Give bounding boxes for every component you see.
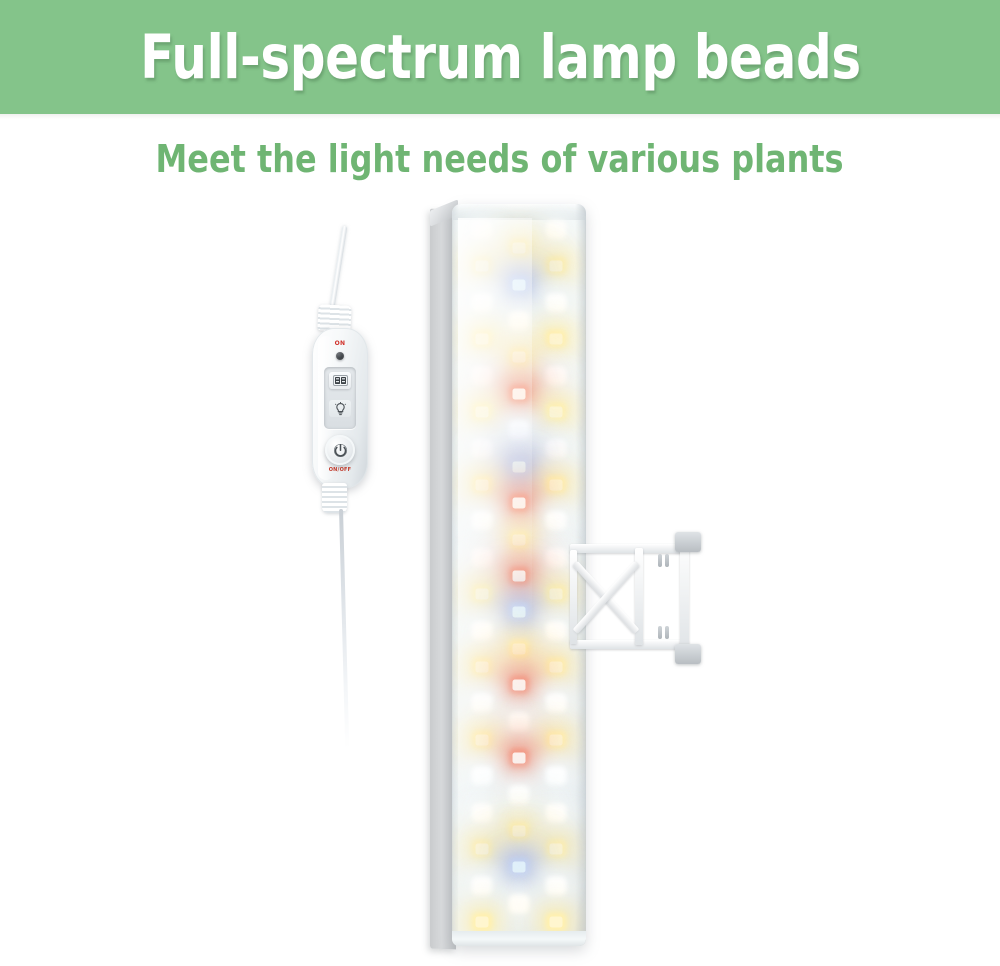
led-bead-white: [475, 443, 489, 455]
led-bead-red: [512, 679, 526, 691]
led-bead-warm: [512, 825, 526, 837]
header-banner: Full-spectrum lamp beads: [0, 0, 1000, 114]
led-bead-white: [475, 224, 489, 236]
led-bead-blue: [512, 861, 526, 873]
led-bead-warm: [475, 843, 489, 855]
led-bead-warm: [549, 588, 563, 600]
led-bead-warm: [512, 534, 526, 546]
led-bead-warm: [475, 260, 489, 272]
led-bead-warm: [549, 260, 563, 272]
led-bead-warm: [549, 843, 563, 855]
led-bead-white: [512, 424, 526, 436]
led-bead-blue: [512, 461, 526, 473]
led-bead-white: [549, 297, 563, 309]
led-bead-white: [549, 625, 563, 637]
led-bead-white: [549, 880, 563, 892]
led-bead-red: [512, 388, 526, 400]
product-photo: ON: [0, 195, 1000, 966]
bracket-bottom-rail: [570, 640, 688, 649]
power-icon: [333, 443, 347, 457]
page-title: Full-spectrum lamp beads: [139, 21, 861, 93]
banner-divider: [0, 114, 1000, 119]
led-bead-white: [475, 297, 489, 309]
led-bead-warm: [475, 406, 489, 418]
brightness-button[interactable]: [329, 400, 351, 417]
controller-status-label: ON: [334, 340, 346, 347]
mounting-bracket: [570, 532, 705, 664]
led-bead-white: [549, 552, 563, 564]
led-bead-warm: [475, 479, 489, 491]
led-light-bar: [452, 204, 586, 946]
led-bead-warm: [475, 588, 489, 600]
bracket-screw-bottom: [658, 626, 662, 639]
bracket-top-rail: [570, 544, 688, 553]
led-bead-warm: [512, 643, 526, 655]
led-bead-white: [512, 315, 526, 327]
led-bead-warm: [549, 406, 563, 418]
led-bead-white: [475, 697, 489, 709]
led-bead-white: [475, 552, 489, 564]
led-bead-warm: [549, 479, 563, 491]
led-bead-warm: [549, 916, 563, 928]
led-bead-warm: [475, 333, 489, 345]
led-bead-white: [475, 625, 489, 637]
led-bead-warm: [475, 916, 489, 928]
lamp-top-bezel: [452, 204, 586, 220]
led-bead-white: [549, 770, 563, 782]
led-bead-white: [549, 515, 563, 527]
led-bead-white: [549, 807, 563, 819]
bracket-screw-top-2: [665, 554, 669, 567]
led-bead-white: [512, 898, 526, 910]
led-bead-white: [475, 770, 489, 782]
led-bead-warm: [475, 734, 489, 746]
led-bead-red: [512, 570, 526, 582]
led-bead-white: [512, 789, 526, 801]
bulb-icon: [334, 401, 346, 415]
controller-button-panel: [324, 367, 356, 429]
bracket-left-post: [570, 550, 577, 644]
power-button[interactable]: [325, 435, 355, 465]
led-bead-white: [475, 515, 489, 527]
led-bead-warm: [512, 351, 526, 363]
cable-strain-relief-bottom: [322, 483, 347, 513]
timer-icon: [332, 375, 348, 386]
led-bead-red: [512, 752, 526, 764]
clamp-icon: [675, 532, 701, 552]
clamp-bottom-icon: [675, 644, 701, 664]
led-bead-white: [549, 443, 563, 455]
led-bead-warm: [475, 661, 489, 673]
status-indicator-led: [336, 352, 344, 360]
power-cable-lower: [339, 508, 350, 749]
led-bead-white: [549, 697, 563, 709]
led-bead-white: [549, 370, 563, 382]
led-bead-white: [549, 224, 563, 236]
lamp-bottom-bezel: [452, 931, 586, 946]
led-bead-warm: [549, 333, 563, 345]
led-bead-warm: [549, 734, 563, 746]
power-cable-upper: [329, 225, 348, 312]
power-button-label: ON/OFF: [328, 467, 352, 473]
led-bead-white: [475, 807, 489, 819]
timer-button[interactable]: [329, 372, 351, 389]
bracket-middle-post: [635, 548, 643, 645]
subtitle-container: Meet the light needs of various plants: [0, 128, 1000, 190]
led-bead-blue: [512, 279, 526, 291]
bracket-right-post: [680, 538, 689, 654]
led-bead-warm: [512, 242, 526, 254]
led-bead-white: [475, 880, 489, 892]
bracket-screw-bottom-2: [665, 626, 669, 639]
led-bead-red: [512, 497, 526, 509]
lamp-left-edge: [452, 204, 459, 946]
inline-controller: ON: [312, 328, 368, 488]
subtitle: Meet the light needs of various plants: [155, 137, 845, 181]
led-bead-warm: [549, 661, 563, 673]
led-bead-white: [512, 716, 526, 728]
led-bead-blue: [512, 606, 526, 618]
led-bead-white: [475, 370, 489, 382]
bracket-screw-top: [658, 554, 662, 567]
